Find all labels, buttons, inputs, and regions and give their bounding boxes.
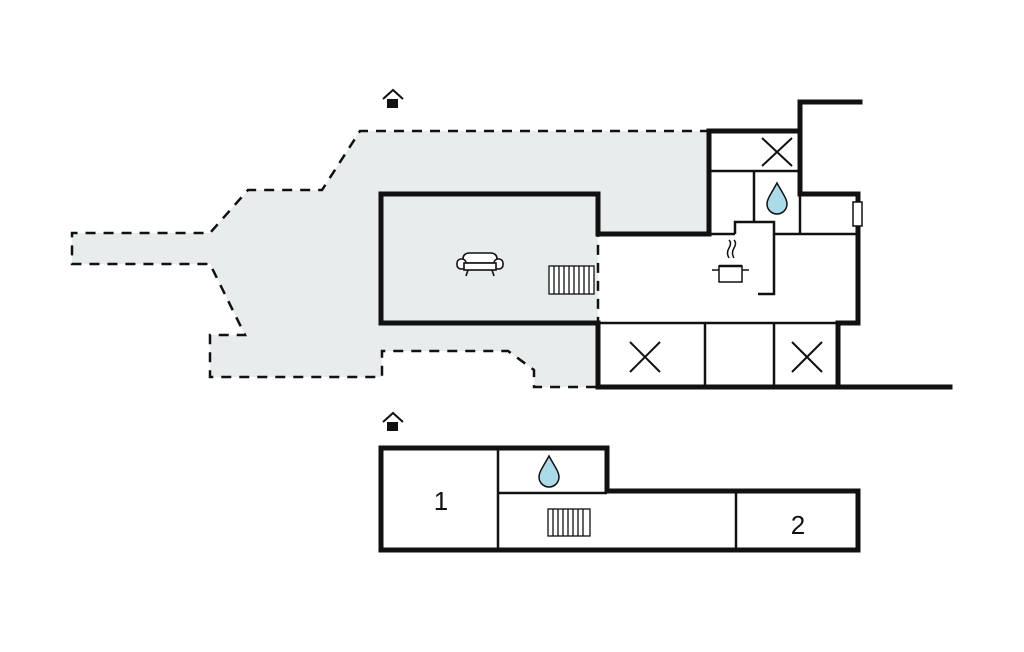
room-label-2: 2 (791, 510, 805, 540)
x-cross-icon (629, 341, 661, 373)
cooking-pot-icon (712, 239, 749, 283)
exterior-wall-upper (797, 99, 863, 134)
x-cross-icon (761, 137, 793, 167)
radiator-icon (547, 508, 591, 537)
room-label-1: 1 (434, 486, 448, 516)
terrace-area (70, 129, 712, 389)
water-drop-icon (538, 454, 560, 488)
sofa-icon (456, 252, 504, 277)
house-arrow-icon (382, 411, 404, 431)
interior-walls-lower (496, 448, 738, 550)
main-floor-outline (378, 128, 861, 390)
interior-walls-main (598, 169, 858, 387)
house-arrow-icon (382, 88, 404, 108)
window-marker (852, 201, 863, 227)
radiator-icon (548, 265, 595, 295)
water-drop-icon (766, 181, 788, 215)
x-cross-icon (791, 341, 823, 373)
lower-floor-outline (378, 445, 861, 553)
